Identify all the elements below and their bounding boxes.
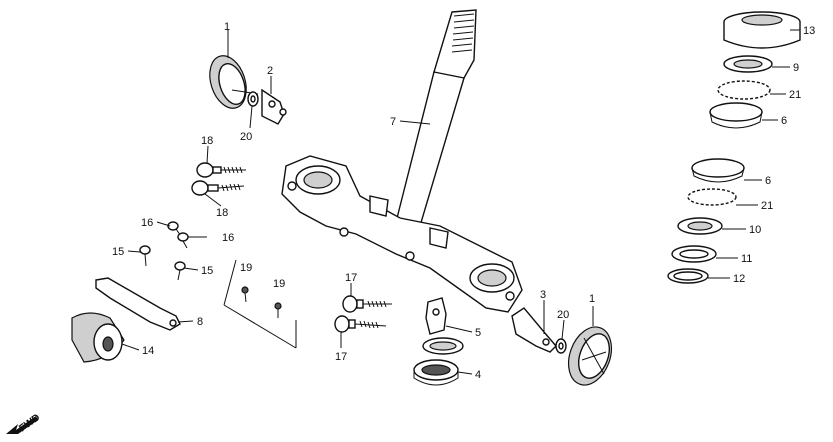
callout-label: 21 [761,200,773,212]
callout-label: 6 [765,175,771,187]
callout-label: 12 [733,273,745,285]
callout-label: 1 [589,293,595,305]
bearing-4 [413,359,459,386]
washer-12 [667,268,709,284]
callout-labels: 1 2 20 18 18 16 16 15 15 19 19 8 14 7 17… [112,21,815,381]
callout-label: 8 [197,316,203,328]
bolt-17-a [342,295,392,313]
screw-16-b [177,232,189,249]
balls-21-upper [717,80,771,100]
race-6-upper [709,102,763,129]
callout-label: 4 [475,369,481,381]
nut-13 [723,11,801,49]
bolt-18-a [196,162,246,178]
callout-label: 16 [222,232,234,244]
callout-label: 18 [201,135,213,147]
callout-label: 7 [390,116,396,128]
callout-label: 5 [475,327,481,339]
callout-label: 18 [216,207,228,219]
bolt-17-b [334,315,387,333]
fwd-arrow-icon: FWD [6,412,42,434]
callout-label: 15 [112,246,124,258]
callout-label: 20 [557,309,569,321]
seal-11 [671,245,717,263]
screw-15-a [139,245,151,267]
callout-label: 19 [273,278,285,290]
callout-label: 3 [540,289,546,301]
screw-group-19 [223,259,297,349]
callout-label: 19 [240,262,252,274]
dust-cap-upper [209,55,259,109]
race-6-lower [691,158,745,183]
callout-label: 15 [201,265,213,277]
bracket-8 [95,277,181,331]
bracket-upper [261,88,287,125]
callout-label: 14 [142,345,154,357]
callout-label: 2 [267,65,273,77]
dust-cap-lower [567,326,613,386]
callout-label: 10 [749,224,761,236]
callout-label: 1 [224,21,230,33]
washer-upper [247,91,259,107]
leader-lines [121,29,800,375]
callout-label: 21 [789,89,801,101]
bottom-bridge [281,155,523,313]
balls-21-lower [687,188,737,206]
callout-label: 16 [141,217,153,229]
callout-label: 17 [335,351,347,363]
cone-10 [677,217,723,235]
callout-label: 20 [240,131,252,143]
cone-9 [723,55,773,73]
callout-label: 13 [803,25,815,37]
callout-label: 6 [781,115,787,127]
seal-ring [422,337,464,355]
bolt-18-b [191,180,245,196]
washer-lower [555,338,567,354]
callout-label: 17 [345,272,357,284]
bracket-3 [511,307,557,353]
callout-label: 9 [793,62,799,74]
holder-14 [71,312,125,363]
screw-16-a [167,221,182,237]
screw-15-b [174,261,186,281]
bracket-5 [425,297,447,335]
steering-stem [395,9,477,227]
fwd-label: FWD [17,412,42,434]
callout-label: 11 [741,253,752,265]
